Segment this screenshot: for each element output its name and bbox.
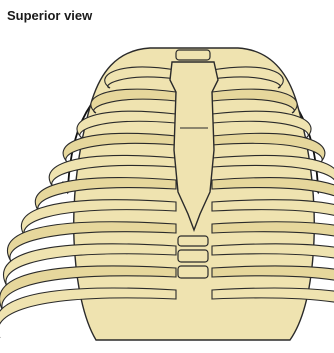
rib-cage-illustration bbox=[0, 0, 334, 353]
